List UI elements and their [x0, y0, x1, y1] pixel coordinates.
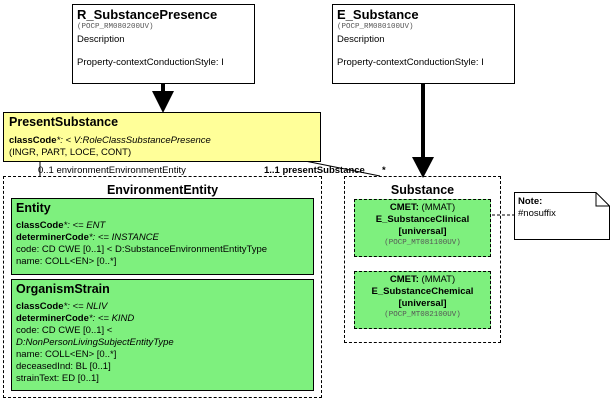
cmet-substance-clinical-name: E_SubstanceClinical [375, 214, 470, 225]
present-substance-classcode: classCode*: < V:RoleClassSubstancePresen… [9, 135, 211, 146]
assoc-label-present-substance: 1..1 presentSubstance [264, 165, 365, 176]
organism-strain-code-line1: code: CD CWE [0..1] < [16, 325, 113, 336]
organism-strain-name: name: COLL<EN> [0..*] [16, 349, 117, 360]
e-substance-title: E_Substance [337, 7, 419, 22]
cmet-substance-clinical-code: (POCP_MT081100UV) [384, 239, 461, 247]
entity-title: Entity [16, 201, 51, 215]
cmet-substance-clinical-qualifier: [universal] [398, 226, 447, 237]
organism-strain-straintext: strainText: ED [0..1] [16, 373, 99, 384]
organism-strain-classcode: classCode*: <= NLIV [16, 301, 108, 312]
e-substance-description: Description [337, 34, 385, 45]
organism-strain-code-line2: D:NonPersonLivingSubjectEntityType [16, 337, 174, 348]
substance-title: Substance [390, 183, 455, 197]
note-content: Note: #nosuffix [518, 196, 556, 220]
present-substance-title: PresentSubstance [9, 115, 119, 129]
r-substance-presence-code: (POCP_RM080200UV) [77, 23, 154, 31]
arrow-head-e-to-substance [412, 157, 434, 178]
note-body [514, 192, 610, 240]
r-substance-presence-title: R_SubstancePresence [77, 7, 218, 22]
present-substance-classcode-values: (INGR, PART, LOCE, CONT) [9, 147, 132, 158]
cmet-substance-chemical-name: E_SubstanceChemical [371, 286, 474, 297]
substance-container[interactable]: Substance [344, 176, 501, 343]
note-text: #nosuffix [518, 208, 556, 219]
organism-strain-title: OrganismStrain [16, 282, 110, 296]
environment-entity-container[interactable]: EnvironmentEntity [3, 176, 322, 398]
assoc-label-environment: 0..1 environmentEnvironmentEntity [38, 165, 186, 176]
note-fold [595, 192, 610, 207]
cmet-substance-chemical-qualifier: [universal] [398, 298, 447, 309]
cmet-substance-chemical-code: (POCP_MT082100UV) [384, 311, 461, 319]
r-substance-presence-box[interactable]: R_SubstancePresence (POCP_RM080200UV) De… [72, 4, 255, 84]
assoc-label-star: * [382, 165, 386, 176]
cmet-substance-clinical-box[interactable]: CMET: (MMAT) E_SubstanceClinical [univer… [354, 199, 491, 257]
e-substance-code: (POCP_RM080100UV) [337, 23, 414, 31]
entity-code: code: CD CWE [0..1] < D:SubstanceEnviron… [16, 244, 268, 255]
r-substance-presence-property: Property-contextConductionStyle: I [77, 57, 224, 68]
note-shape [514, 192, 610, 240]
cmet-substance-chemical-box[interactable]: CMET: (MMAT) E_SubstanceChemical [univer… [354, 271, 491, 329]
cmet-substance-clinical-type: CMET: (MMAT) [389, 202, 456, 213]
present-substance-box[interactable]: PresentSubstance classCode*: < V:RoleCla… [3, 112, 321, 162]
organism-strain-deceased: deceasedInd: BL [0..1] [16, 361, 111, 372]
entity-name: name: COLL<EN> [0..*] [16, 256, 117, 267]
entity-determinercode: determinerCode*: <= INSTANCE [16, 232, 159, 243]
e-substance-property: Property-contextConductionStyle: I [337, 57, 484, 68]
arrow-head-r-to-present [152, 91, 174, 113]
e-substance-box[interactable]: E_Substance (POCP_RM080100UV) Descriptio… [332, 4, 515, 84]
r-substance-presence-description: Description [77, 34, 125, 45]
cmet-substance-chemical-type: CMET: (MMAT) [389, 274, 456, 285]
assoc-line-substance [304, 160, 381, 177]
environment-entity-title: EnvironmentEntity [106, 183, 219, 197]
entity-box[interactable]: Entity classCode*: <= ENT determinerCode… [11, 198, 314, 275]
entity-classcode: classCode*: <= ENT [16, 220, 106, 231]
note-title: Note: [518, 196, 543, 207]
organism-strain-box[interactable]: OrganismStrain classCode*: <= NLIV deter… [11, 279, 314, 391]
organism-strain-determinercode: determinerCode*: <= KIND [16, 313, 135, 324]
